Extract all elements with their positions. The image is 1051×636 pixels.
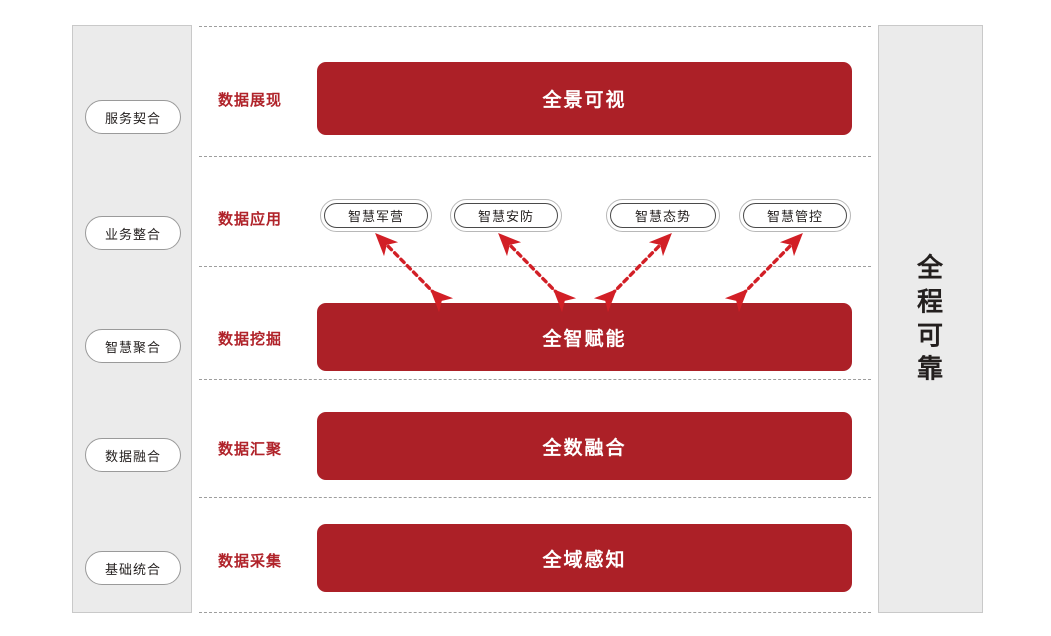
row-label-mining: 数据挖掘 (218, 331, 283, 348)
app-pill-smart-situation-inner: 智慧态势 (610, 203, 716, 228)
right-panel-vertical-title: 全 程 可 靠 (879, 251, 982, 386)
divider-2 (199, 266, 871, 267)
divider-top (199, 26, 871, 27)
capability-bar-perception-label: 全域感知 (542, 549, 627, 571)
arrow-control-to-intelligence (724, 232, 803, 313)
capability-bar-fusion[interactable]: 全数融合 (317, 412, 852, 480)
divider-3 (199, 379, 871, 380)
arrow-security-to-intelligence (498, 232, 577, 313)
left-stage-panel: 服务契合 业务整合 智慧聚合 数据融合 基础统合 (72, 25, 192, 613)
stage-pill-3-label: 智慧聚合 (104, 339, 161, 355)
stage-pill-4[interactable]: 数据融合 (85, 438, 181, 472)
capability-bar-fusion-label: 全数融合 (542, 437, 627, 459)
arrow-situation-to-intelligence (593, 232, 672, 313)
row-label-aggregation: 数据汇聚 (218, 441, 283, 458)
stage-pill-1-label: 服务契合 (104, 110, 161, 126)
app-pill-smart-situation-label: 智慧态势 (634, 209, 691, 224)
right-panel-char-2: 程 (916, 286, 944, 317)
capability-bar-perception[interactable]: 全域感知 (317, 524, 852, 592)
capability-bar-panorama-label: 全景可视 (542, 90, 627, 111)
app-pill-smart-security-inner: 智慧安防 (454, 203, 558, 228)
arrow-barracks-to-intelligence (375, 232, 454, 313)
app-pill-smart-situation[interactable]: 智慧态势 (606, 199, 720, 232)
capability-bar-intelligence[interactable]: 全智赋能 (317, 303, 852, 371)
divider-1 (199, 156, 871, 157)
row-label-presentation: 数据展现 (218, 92, 283, 109)
right-panel-char-3: 可 (916, 320, 944, 350)
right-reliability-panel: 全 程 可 靠 (878, 25, 983, 613)
app-pill-smart-barracks[interactable]: 智慧军营 (320, 199, 432, 232)
right-panel-char-4: 靠 (916, 353, 944, 384)
right-panel-char-1: 全 (916, 252, 944, 283)
divider-4 (199, 497, 871, 498)
stage-pill-4-label: 数据融合 (104, 448, 161, 464)
row-label-application: 数据应用 (218, 211, 283, 228)
stage-pill-2[interactable]: 业务整合 (85, 216, 181, 250)
stage-pill-5-label: 基础统合 (104, 561, 161, 577)
stage-pill-3[interactable]: 智慧聚合 (85, 329, 181, 363)
app-pill-smart-control-label: 智慧管控 (766, 209, 823, 224)
capability-bar-panorama[interactable]: 全景可视 (317, 62, 852, 135)
stage-pill-5[interactable]: 基础统合 (85, 551, 181, 585)
row-label-collection: 数据采集 (218, 553, 283, 570)
app-pill-smart-barracks-inner: 智慧军营 (324, 203, 428, 228)
app-pill-smart-security-label: 智慧安防 (477, 209, 534, 224)
app-pill-smart-control-inner: 智慧管控 (743, 203, 847, 228)
app-pill-smart-barracks-label: 智慧军营 (347, 209, 404, 224)
capability-bar-intelligence-label: 全智赋能 (542, 328, 627, 350)
stage-pill-2-label: 业务整合 (104, 226, 161, 242)
app-pill-smart-control[interactable]: 智慧管控 (739, 199, 851, 232)
app-pill-smart-security[interactable]: 智慧安防 (450, 199, 562, 232)
divider-bottom (199, 612, 871, 613)
stage-pill-1[interactable]: 服务契合 (85, 100, 181, 134)
